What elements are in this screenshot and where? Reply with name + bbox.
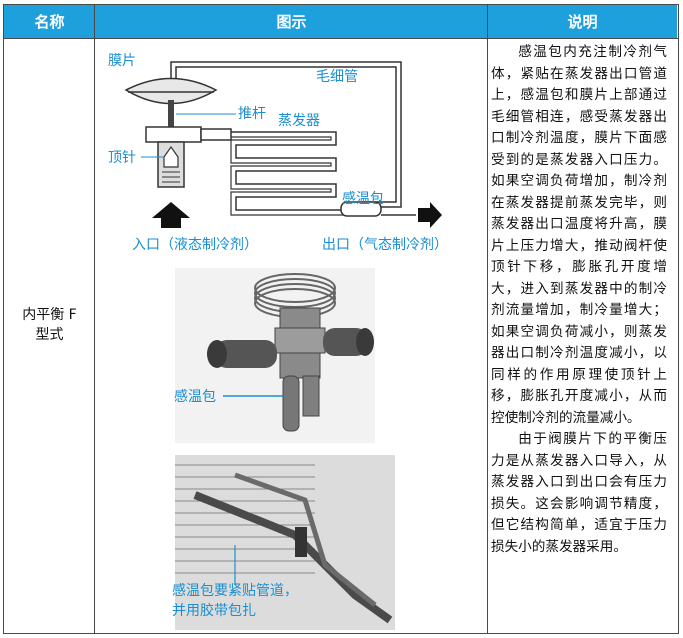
- row-name-line1: 内平衡 F: [22, 307, 77, 323]
- evaporator-photo: [175, 455, 395, 630]
- label-push-rod: 推杆: [238, 106, 266, 122]
- capillary-tube: [170, 61, 402, 208]
- label-sensing-bulb: 感温包: [342, 191, 384, 207]
- evaporator-coil: [231, 131, 346, 211]
- column-divider: [487, 5, 488, 633]
- label-evaporator: 蒸发器: [278, 113, 320, 129]
- row-name-line2: 型式: [35, 327, 64, 343]
- header-divider: [4, 38, 678, 39]
- header-name: 名称: [4, 5, 95, 38]
- valve-photo: [175, 268, 375, 443]
- header-description: 说明: [488, 5, 677, 38]
- valve-body: [145, 126, 202, 143]
- taped-bulb: [295, 527, 307, 557]
- push-rod: [168, 100, 174, 132]
- valve-schematic: [124, 61, 442, 228]
- description-paragraph-2: 由于阀膜片下的平衡压力是从蒸发器入口导入，从蒸发器入口到出口会有压力损失。这会影…: [491, 431, 667, 555]
- info-table: 名称 图示 说明 内平衡 F 型式: [3, 4, 679, 634]
- row-name: 内平衡 F 型式: [4, 305, 95, 345]
- inlet-arrow: [152, 202, 190, 228]
- label-diaphragm: 膜片: [108, 53, 136, 69]
- label-photo-bulb: 感温包: [174, 389, 216, 405]
- label-needle: 顶针: [108, 150, 136, 166]
- outlet-arrow: [418, 202, 442, 228]
- needle: [163, 145, 179, 168]
- description-cell: 感温包内充注制冷剂气体，紧贴在蒸发器出口管道上，感温包和膜片上部通过毛细管相连，…: [491, 42, 667, 558]
- label-note-line1: 感温包要紧贴管道，: [172, 583, 298, 599]
- header-diagram: 图示: [95, 5, 488, 38]
- sensing-bulb: [340, 201, 382, 217]
- column-divider: [94, 5, 95, 633]
- label-note-line2: 并用胶带包扎: [172, 603, 256, 619]
- label-inlet: 入口（液态制冷剂）: [132, 237, 258, 253]
- description-paragraph-1: 感温包内充注制冷剂气体，紧贴在蒸发器出口管道上，感温包和膜片上部通过毛细管相连，…: [491, 44, 667, 426]
- label-capillary: 毛细管: [316, 69, 358, 85]
- diaphragm: [124, 77, 218, 105]
- photo-sensing-bulb: [282, 375, 300, 432]
- label-outlet: 出口（气态制冷剂）: [322, 237, 448, 253]
